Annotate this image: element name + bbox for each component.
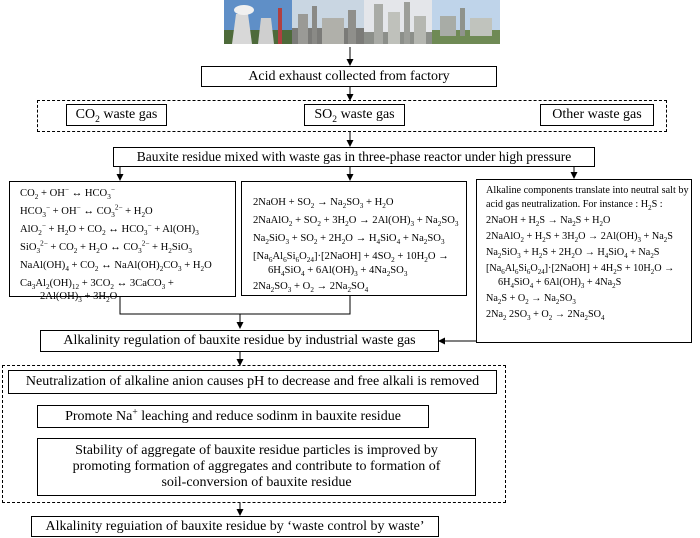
industrial-towers-photo bbox=[364, 0, 432, 44]
neutralization-label: Neutralization of alkaline anion causes … bbox=[25, 374, 480, 389]
other-equation: 2NaOH + H2S → Na2S + H2O bbox=[486, 215, 611, 229]
alkalinity-regulation-label: Alkalinity regulation of bauxite residue… bbox=[63, 333, 416, 348]
so2-equation: [Na6Al6Si6O24]·[2NaOH] + 4SO2 + 10H2O → bbox=[253, 251, 449, 265]
so2-reactions-panel bbox=[241, 181, 467, 296]
other-equation: [Na6Al6Si6O24]·[2NaOH] + 4H2S + 10H2O → bbox=[486, 263, 675, 277]
so2-equation: 2NaAlO2 + SO2 + 3H2O → 2Al(OH)3 + Na2SO3 bbox=[253, 215, 459, 229]
other-equation: 2Na2 2SO3 + O2 → 2Na2SO4 bbox=[486, 309, 605, 323]
stability-box: Stability of aggregate of bauxite residu… bbox=[37, 438, 476, 496]
other-equation: Na2S + O2 → Na2SO3 bbox=[486, 293, 576, 307]
so2-equation-cont: 6H4SiO4 + 6Al(OH)3 + 4Na2SO3 bbox=[268, 265, 408, 279]
other-intro-line1: Alkaline components translate into neutr… bbox=[486, 185, 689, 196]
co2-equation: CO2 + OH− ↔ HCO3− bbox=[20, 185, 115, 202]
reactor-label: Bauxite residue mixed with waste gas in … bbox=[136, 149, 572, 164]
co2-equation: HCO3− + OH− ↔ CO32− + H2O bbox=[20, 203, 153, 220]
acid-exhaust-label: Acid exhaust collected from factory bbox=[248, 68, 450, 84]
co2-equation: AlO2− + H2O + CO2 ↔ HCO3− + Al(OH)3 bbox=[20, 221, 199, 238]
neutralization-box: Neutralization of alkaline anion causes … bbox=[8, 370, 497, 394]
other-equation: 2NaAlO2 + H2S + 3H2O → 2Al(OH)3 + Na2S bbox=[486, 231, 673, 245]
co2-equation: NaAl(OH)4 + CO2 ↔ NaAl(OH)2CO3 + H2O bbox=[20, 260, 212, 274]
other-waste-gas-box: Other waste gas bbox=[540, 104, 654, 126]
co2-equation-cont: 2Al(OH)3 + 3H2O bbox=[40, 291, 118, 305]
na-leaching-box: Promote Na+ leaching and reduce sodinm i… bbox=[37, 405, 429, 428]
other-intro-line2: acid gas neutralization. For instance : … bbox=[486, 199, 663, 213]
na-leaching-label: Promote Na+ leaching and reduce sodinm i… bbox=[65, 406, 401, 424]
co2-equation: SiO32− + CO2 + H2O ↔ CO32− + H2SiO3 bbox=[20, 239, 192, 256]
other-waste-gas-label: Other waste gas bbox=[552, 107, 642, 122]
final-regulation-label: Alkalinity reguiation of bauxite residue… bbox=[45, 518, 425, 534]
co2-reactions-panel bbox=[9, 181, 236, 297]
so2-equation: 2NaOH + SO2 → Na2SO3 + H2O bbox=[253, 197, 394, 211]
waste-gas-group bbox=[37, 100, 667, 132]
power-plant-photo bbox=[224, 0, 292, 44]
factory-plant-photo bbox=[432, 0, 500, 44]
co2-waste-gas-box: CO2 waste gas bbox=[66, 104, 167, 126]
connector-panels-merge bbox=[119, 296, 351, 315]
other-equation: Na2SiO3 + H2S + 2H2O → H4SiO4 + Na2S bbox=[486, 247, 660, 261]
final-regulation-box: Alkalinity reguiation of bauxite residue… bbox=[31, 516, 439, 537]
mechanism-group bbox=[2, 365, 506, 503]
refinery-photo bbox=[292, 0, 364, 44]
alkalinity-regulation-box: Alkalinity regulation of bauxite residue… bbox=[40, 330, 439, 352]
so2-equation: Na2SiO3 + SO2 + 2H2O → H4SiO4 + Na2SO3 bbox=[253, 233, 445, 247]
stability-label: Stability of aggregate of bauxite residu… bbox=[72, 443, 441, 490]
other-reactions-panel bbox=[476, 179, 692, 343]
acid-exhaust-box: Acid exhaust collected from factory bbox=[201, 66, 497, 87]
co2-equation: Ca3Al2(OH)12 + 3CO2 ↔ 3CaCO3 + bbox=[20, 278, 174, 292]
co2-waste-gas-label: CO2 waste gas bbox=[75, 107, 158, 125]
other-equation-cont: 6H4SiO4 + 6Al(OH)3 + 4Na2S bbox=[498, 277, 622, 291]
so2-waste-gas-label: SO2 waste gas bbox=[314, 107, 395, 125]
so2-waste-gas-box: SO2 waste gas bbox=[304, 104, 405, 126]
so2-equation: 2Na2SO3 + O2 → 2Na2SO4 bbox=[253, 281, 369, 295]
reactor-box: Bauxite residue mixed with waste gas in … bbox=[113, 147, 595, 167]
